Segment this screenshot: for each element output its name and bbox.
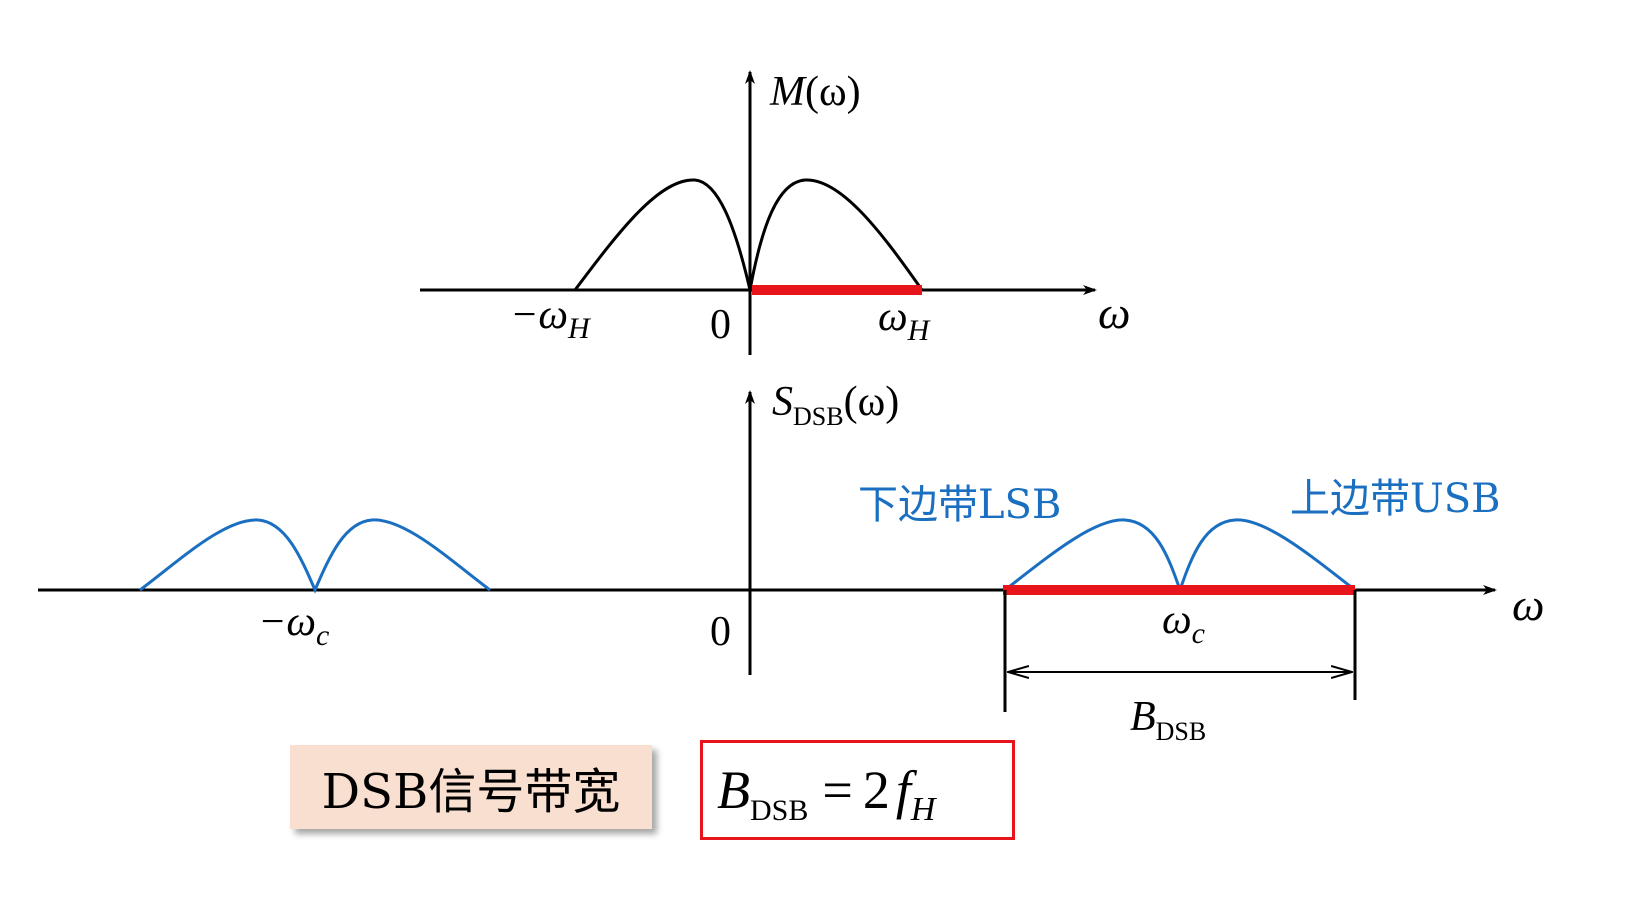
baseband-spectrum-curve (573, 178, 924, 291)
top-tick-omega-h: ωH (878, 294, 932, 347)
lsb-label: 下边带LSB (858, 482, 1061, 528)
usb-label: 上边带USB (1290, 476, 1501, 522)
bottom-tick-neg-omega-c: −ωc (258, 599, 329, 652)
top-tick-zero: 0 (710, 302, 731, 348)
bottom-y-axis-label: SDSB(ω) (772, 379, 899, 431)
top-tick-neg-omega-h: −ωH (510, 292, 592, 345)
caption-text: DSB信号带宽 (321, 764, 621, 820)
negative-dsb-spectrum-curve (139, 518, 491, 594)
positive-dsb-spectrum-curve (1004, 518, 1356, 595)
top-x-axis-label: ω (1098, 287, 1130, 338)
caption-box: DSB信号带宽 (290, 745, 652, 829)
bottom-tick-zero: 0 (710, 609, 731, 655)
bottom-tick-omega-c: ωc (1162, 597, 1205, 650)
bandwidth-label: BDSB (1130, 694, 1206, 746)
top-y-axis-label: M(ω) (769, 69, 861, 115)
bottom-x-axis-label: ω (1512, 579, 1544, 630)
